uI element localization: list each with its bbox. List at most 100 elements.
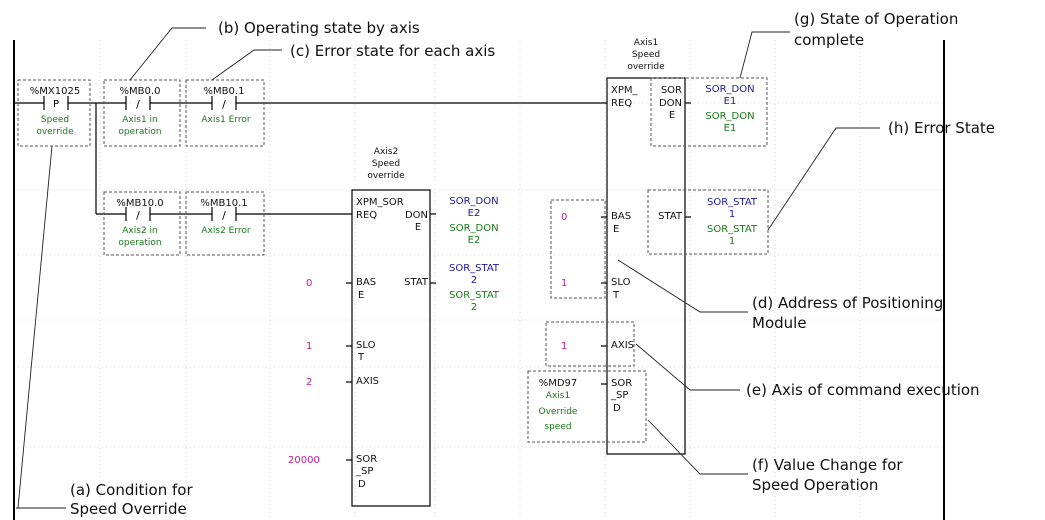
contact-symbol: / [222,209,226,222]
fb-title: Axis2 [374,147,398,157]
output-var: 2 [471,275,477,286]
fb1-speed-input[interactable]: %MD97 Axis1 Override speed [527,370,647,443]
contact-symbol: P [53,99,59,110]
output-var: 1 [729,209,735,220]
output-comment: E2 [468,235,481,246]
speed-var: %MD97 [539,378,578,389]
output-var: SOR_STAT [449,263,500,274]
contact-var: %MB0.0 [120,86,161,97]
fb1-axis-input[interactable]: 1 [545,321,635,367]
grid [14,40,944,520]
output-comment: E1 [724,123,737,134]
contact-axis2-in-operation[interactable]: %MB10.0 / Axis2 in operation [103,191,181,256]
output-comment: 1 [729,236,735,247]
fb-output-label: STAT [658,211,683,222]
fb-output-label: DON [405,210,428,221]
fb-input-label: E [613,224,619,235]
contact-comment: Axis2 Error [201,226,250,236]
fb-input-label: SLO [611,277,631,288]
fb-name: XPM_SOR [356,197,404,208]
contact-comment: Axis2 in [122,226,157,236]
callout-d: Module [752,314,807,332]
base-value: 0 [561,212,567,223]
contact-axis1-in-operation[interactable]: %MB0.0 / Axis1 in operation [103,79,181,147]
callout-d: (d) Address of Positioning [752,294,943,312]
contact-symbol: / [136,209,140,222]
output-comment: SOR_STAT [707,224,758,235]
callout-g: (g) State of Operation [794,10,958,28]
output-comment: SOR_STAT [449,290,500,301]
output-var: E1 [724,96,737,107]
fb-output-label: E [669,110,675,121]
function-block-axis1[interactable]: Axis1 Speed override XPM_ SOR REQ DON E … [606,38,686,455]
fb-input-label: _SP [610,390,628,401]
fb-input-label: _SP [355,466,373,477]
output-comment: SOR_DON [705,111,754,122]
fb-title: Speed [632,50,660,60]
contact-var: %MB10.0 [116,198,163,209]
contact-axis2-error[interactable]: %MB10.1 / Axis2 Error [185,191,265,256]
callout-f: Speed Operation [752,476,878,494]
callout-g: complete [794,31,864,49]
fb-input-label: BAS [611,211,631,222]
contact-comment: Axis1 in [122,115,157,125]
fb-name: XPM_ [611,85,639,96]
contact-var: %MX1025 [30,86,80,97]
fb2-axis-value: 2 [306,377,312,388]
fb-input-label: D [613,403,621,414]
fb-output-label: DON [659,98,682,109]
fb-name: SOR [661,85,682,96]
fb-input-label: SOR [356,454,377,465]
fb-title: override [627,62,665,72]
fb-input-label: T [357,352,365,363]
fb-input-label: D [358,479,366,490]
output-comment: 2 [471,302,477,313]
fb-title: Speed [372,159,400,169]
contact-comment: Axis1 Error [201,115,250,125]
fb2-speed-value: 20000 [288,455,320,466]
fb2-input-pins [346,213,436,461]
contact-comment: operation [118,238,161,248]
axis-value: 1 [561,341,567,352]
callout-f: (f) Value Change for [752,456,903,474]
fb-title: Axis1 [634,38,658,48]
callout-leaders [16,27,880,509]
fb1-input-pins [601,102,691,385]
fb-input-label: REQ [356,210,377,221]
contact-var: %MB0.1 [204,86,245,97]
callout-c: (c) Error state for each axis [290,42,495,60]
fb2-base-value: 0 [306,278,312,289]
callout-e: (e) Axis of command execution [746,381,980,399]
contact-comment: Speed [41,115,69,125]
fb-output-label: E [415,222,421,233]
fb1-done-output[interactable]: SOR_DON E1 SOR_DON E1 [650,77,768,147]
fb-title: override [367,171,405,181]
callout-a: Speed Override [70,500,187,518]
function-block-axis2[interactable]: Axis2 Speed override XPM_SOR REQ DON E B… [351,147,431,507]
output-var: SOR_STAT [707,197,758,208]
fb2-done-output: SOR_DON E2 SOR_DON E2 [449,196,498,246]
fb-input-label: T [612,290,620,301]
speed-comment: speed [544,422,571,432]
fb-input-label: REQ [611,98,632,109]
contact-speed-override[interactable]: %MX1025 P Speed override [17,79,91,147]
contact-axis1-error[interactable]: %MB0.1 / Axis1 Error [185,79,265,147]
fb-output-label: STAT [404,277,429,288]
contact-comment: override [36,127,74,137]
output-var: SOR_DON [705,84,754,95]
fb2-stat-output: SOR_STAT 2 SOR_STAT 2 [449,263,500,313]
output-var: SOR_DON [449,196,498,207]
callout-b: (b) Operating state by axis [218,19,420,37]
fb1-base-input[interactable]: 0 1 [550,199,606,299]
contact-comment: operation [118,127,161,137]
output-var: E2 [468,208,481,219]
callout-h: (h) Error State [888,119,995,137]
callout-a: (a) Condition for [70,481,193,499]
fb-input-label: AXIS [356,376,379,387]
fb-input-label: BAS [356,277,376,288]
fb-input-label: AXIS [611,340,634,351]
fb1-stat-output[interactable]: SOR_STAT 1 SOR_STAT 1 [647,189,769,255]
output-comment: SOR_DON [449,223,498,234]
fb-input-label: SLO [356,340,376,351]
